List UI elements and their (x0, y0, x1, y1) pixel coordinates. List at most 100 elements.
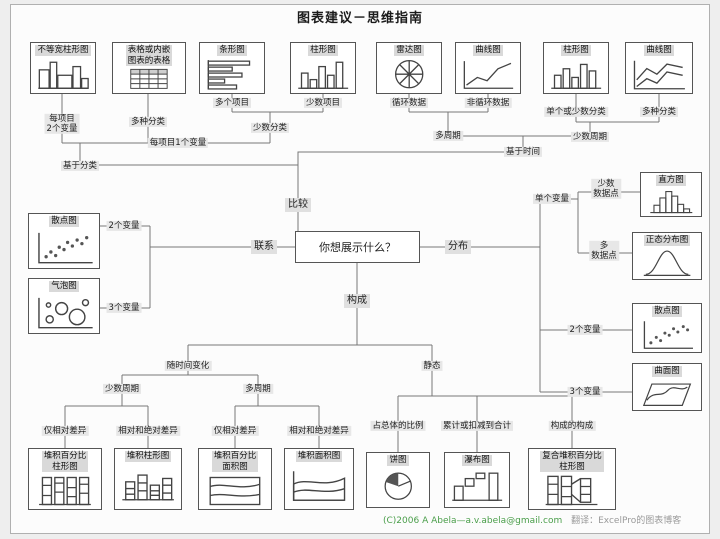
label-one-var-per-item: 每项目1个变量 (147, 137, 209, 149)
label-few-categories: 少数分类 (250, 122, 290, 134)
multi-line-chart-icon (633, 60, 685, 90)
line-chart-icon (463, 60, 513, 89)
column-chart-icon (298, 61, 348, 89)
label-many-categories-b: 多种分类 (639, 106, 679, 118)
label-cyclical-data: 循环数据 (389, 97, 429, 109)
label-accumulation-to-total: 累计或扣减到合计 (440, 420, 514, 432)
label-over-time: 基于时间 (503, 146, 543, 158)
chart-box-stacked-pct-column: 堆积百分比 柱形图 (28, 448, 102, 510)
chart-box-line-a: 曲线图 (455, 42, 521, 94)
chart-label: 柱形图 (308, 45, 338, 56)
chart-box-histogram: 直方图 (640, 172, 702, 217)
chart-box-line-b: 曲线图 (625, 42, 693, 94)
chart-box-stacked-column: 堆积柱形图 (114, 448, 182, 510)
stacked-100pct-column-icon (39, 477, 91, 506)
scatter-chart-icon (643, 320, 693, 349)
label-distribution: 分布 (445, 240, 471, 254)
chart-label: 曲面图 (652, 366, 682, 377)
stacked-column-icon (122, 474, 174, 501)
label-two-var-per-item: 每项目 2个变量 (44, 113, 80, 135)
chart-label: 散点图 (652, 306, 682, 317)
bar-chart-icon (207, 59, 250, 90)
label-compare: 比较 (285, 198, 311, 212)
label-few-items: 少数项目 (303, 97, 343, 109)
chart-label: 气泡图 (49, 281, 79, 292)
chart-label: 曲线图 (644, 45, 674, 56)
label-three-variables-rel: 3个变量 (106, 302, 142, 314)
chart-label: 条形图 (217, 45, 247, 56)
radar-chart-icon (394, 59, 424, 89)
chart-box-table-embedded: 表格或内嵌 图表的表格 (112, 42, 186, 94)
label-share-of-total: 占总体的比例 (370, 420, 426, 432)
label-single-variable: 单个变量 (532, 193, 572, 205)
chart-box-stacked-area: 堆积面积图 (284, 448, 354, 510)
chart-box-scatter-dist: 散点图 (632, 303, 702, 353)
chart-label: 直方图 (656, 175, 686, 186)
label-two-variables-dist: 2个变量 (567, 324, 603, 336)
surface-chart-icon (642, 383, 692, 406)
label-non-cyclical-data: 非循环数据 (464, 97, 512, 109)
chart-label: 堆积百分比 柱形图 (41, 451, 89, 473)
label-changing-over-time: 随时间变化 (164, 360, 212, 372)
chart-label: 曲线图 (473, 45, 503, 56)
stacked-area-icon (292, 470, 346, 501)
chart-box-waterfall: 瀑布图 (444, 452, 510, 508)
chart-label: 散点图 (49, 216, 79, 227)
chart-label: 瀑布图 (462, 455, 492, 466)
chart-label: 复合堆积百分比 柱形图 (540, 451, 604, 473)
chart-box-compound-stacked-pct-column: 复合堆积百分比 柱形图 (528, 448, 616, 510)
chart-box-scatter-rel: 散点图 (28, 213, 100, 269)
label-only-relative-diff-b: 仅相对差异 (211, 425, 259, 437)
label-few-data-points: 少数 数据点 (591, 178, 621, 200)
chart-label: 堆积百分比 面积图 (211, 451, 259, 473)
chart-box-pie: 饼图 (366, 452, 430, 508)
histogram-icon (650, 190, 692, 213)
chart-box-bubble: 气泡图 (28, 278, 100, 334)
label-relationship: 联系 (251, 240, 277, 254)
scatter-chart-icon (38, 232, 93, 264)
label-static: 静态 (421, 360, 443, 372)
chart-label: 饼图 (387, 455, 409, 466)
chart-box-stacked-pct-area: 堆积百分比 面积图 (198, 448, 272, 510)
label-few-periods-comp: 少数周期 (102, 383, 142, 395)
column-chart-icon (551, 63, 601, 89)
chart-label: 正态分布图 (643, 235, 691, 246)
label-single-or-few-categories: 单个或少数分类 (544, 106, 608, 118)
chart-box-variable-width-column: 不等宽柱形图 (30, 42, 96, 94)
label-few-periods: 少数周期 (570, 131, 610, 143)
chart-box-radar: 雷达图 (376, 42, 442, 94)
label-many-items: 多个项目 (212, 97, 252, 109)
chart-label: 雷达图 (394, 45, 424, 56)
chart-label: 堆积面积图 (295, 451, 343, 462)
label-relative-absolute-diff-b: 相对和绝对差异 (287, 425, 351, 437)
label-two-variables-rel: 2个变量 (106, 220, 142, 232)
chart-box-surface: 曲面图 (632, 363, 702, 411)
normal-distribution-icon (643, 250, 691, 276)
footer: (C)2006 A Abela—a.v.abela@gmail.com 翻译：E… (383, 513, 681, 526)
central-question-box: 你想展示什么？ (295, 231, 420, 263)
chart-label: 柱形图 (561, 45, 591, 56)
chart-box-bar: 条形图 (199, 42, 265, 94)
chart-box-column-b: 柱形图 (543, 42, 609, 94)
chart-box-column-a: 柱形图 (290, 42, 356, 94)
chart-label: 堆积柱形图 (124, 451, 172, 462)
label-composition: 构成 (344, 294, 370, 308)
compound-stacked-column-icon (546, 475, 598, 506)
waterfall-chart-icon (452, 472, 502, 501)
label-many-categories-a: 多种分类 (128, 116, 168, 128)
label-many-data-points: 多 数据点 (589, 240, 619, 262)
table-with-charts-icon (130, 69, 168, 90)
page-title: 图表建议－思维指南 (296, 11, 423, 26)
stacked-100pct-area-icon (209, 477, 261, 506)
translation-credit: 翻译：ExcelPro的图表博客 (571, 516, 682, 526)
label-many-periods: 多周期 (433, 130, 463, 142)
pie-chart-icon (384, 472, 412, 500)
label-components-of-components: 构成的构成 (548, 420, 596, 432)
copyright-text: (C)2006 A Abela—a.v.abela@gmail.com (383, 516, 563, 526)
variable-width-column-icon (38, 61, 89, 89)
chart-label: 表格或内嵌 图表的表格 (125, 45, 173, 67)
label-only-relative-diff-a: 仅相对差异 (41, 425, 89, 437)
label-relative-absolute-diff-a: 相对和绝对差异 (116, 425, 180, 437)
label-many-periods-comp: 多周期 (243, 383, 273, 395)
